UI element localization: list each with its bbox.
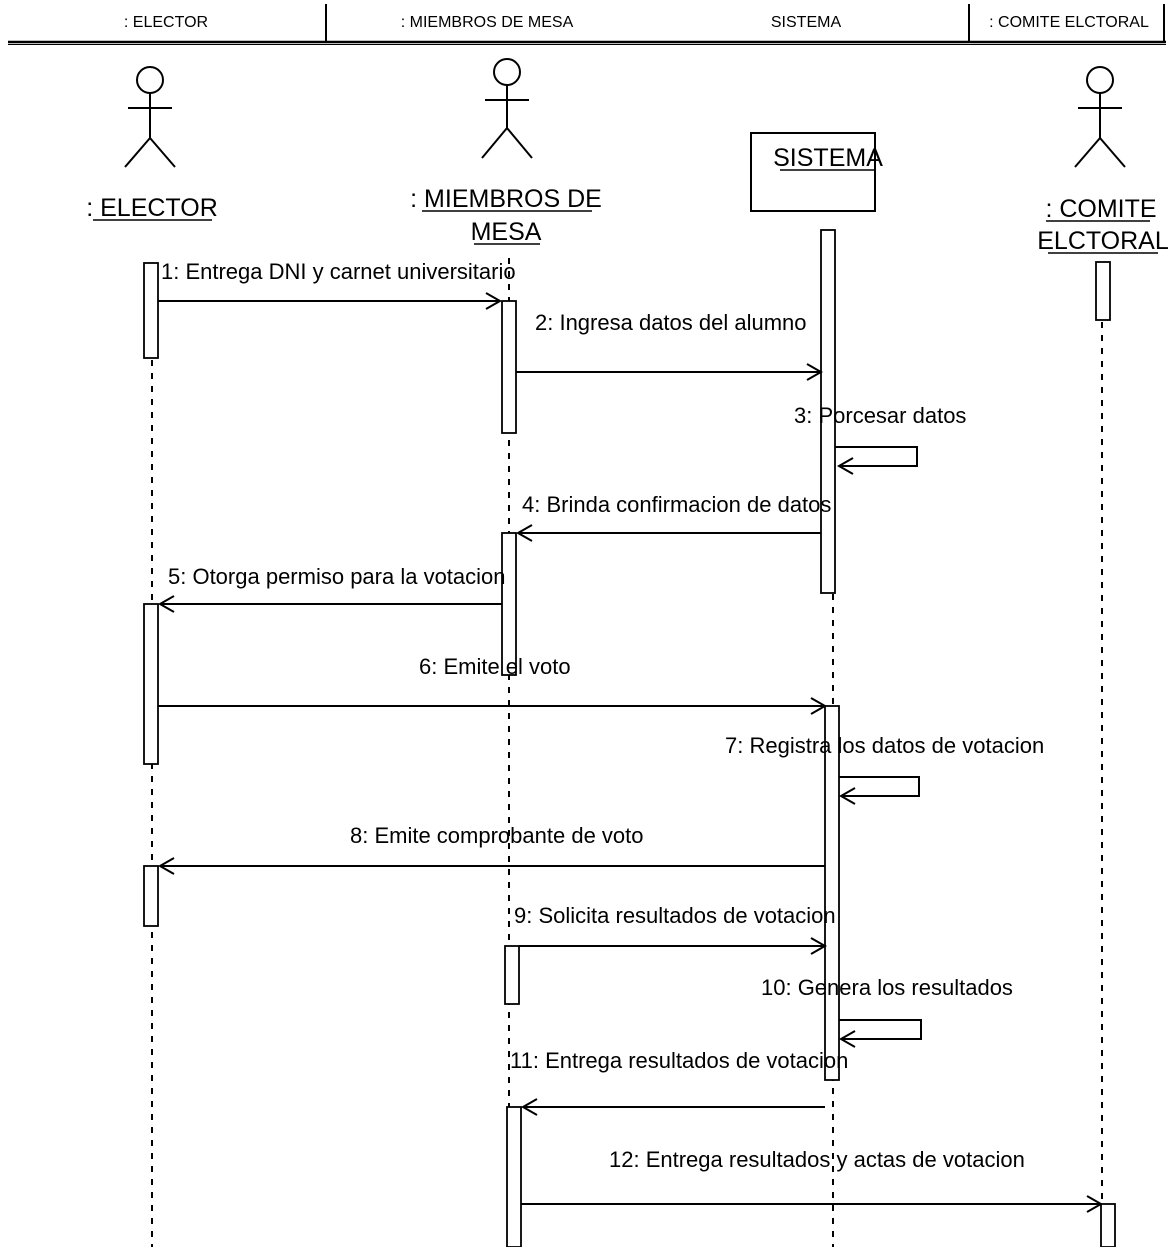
message-5-label: 5: Otorga permiso para la votacion (168, 564, 506, 589)
message-9-label: 9: Solicita resultados de votacion (514, 903, 836, 928)
participant-comite-name: : COMITE ELCTORAL (1037, 195, 1169, 255)
activation-bar (504, 945, 520, 1005)
message-8 (157, 857, 825, 875)
message-11 (520, 1098, 825, 1116)
participant-elector-name: : ELECTOR (86, 194, 218, 222)
message-6 (158, 697, 828, 715)
activation-bar (1100, 1203, 1116, 1247)
message-2 (516, 363, 824, 381)
sistema-object-box (750, 132, 876, 212)
activation-bar (820, 229, 836, 594)
participant-name-line: : ELECTOR (86, 194, 218, 222)
message-8-label: 8: Emite comprobante de voto (350, 823, 644, 848)
participant-name-line: SISTEMA (773, 144, 883, 172)
header-cell-sistema: SISTEMA (771, 14, 842, 31)
activation-bar (143, 603, 159, 765)
activation-bar (824, 705, 840, 1081)
message-9 (519, 937, 828, 955)
message-11-label: 11: Entrega resultados de votacion (510, 1048, 848, 1073)
message-5 (157, 595, 502, 613)
message-12 (521, 1195, 1104, 1213)
activation-bar (143, 865, 159, 927)
header-cell-miembros: : MIEMBROS DE MESA (401, 14, 574, 31)
header-cell-elector: : ELECTOR (124, 14, 208, 31)
message-10-label: 10: Genera los resultados (761, 975, 1013, 1000)
message-6-label: 6: Emite el voto (419, 654, 571, 679)
participant-miembros-name: : MIEMBROS DE MESA (410, 185, 602, 246)
message-1 (158, 292, 503, 310)
actor-miembros-figure (481, 58, 533, 159)
message-3 (835, 446, 918, 475)
actor-elector-figure (124, 66, 176, 168)
message-10 (838, 1019, 922, 1048)
participant-name-line: : COMITE (1045, 195, 1156, 223)
message-3-label: 3: Porcesar datos (794, 403, 966, 428)
header-cell-comite: : COMITE ELCTORAL (989, 14, 1149, 31)
activation-bar (143, 262, 159, 359)
participant-sistema-name: SISTEMA (773, 144, 883, 172)
message-1-label: 1: Entrega DNI y carnet universitario (161, 259, 516, 284)
activation-bar (1095, 261, 1111, 321)
activation-bar (506, 1106, 522, 1247)
participant-name-line: : MIEMBROS DE (410, 185, 602, 213)
message-4-label: 4: Brinda confirmacion de datos (522, 492, 831, 517)
message-12-label: 12: Entrega resultados y actas de votaci… (609, 1147, 1025, 1172)
message-7-label: 7: Registra los datos de votacion (725, 733, 1044, 758)
message-2-label: 2: Ingresa datos del alumno (535, 310, 807, 335)
participant-name-line: ELCTORAL (1037, 227, 1169, 255)
message-7 (838, 776, 920, 805)
participant-name-line: MESA (471, 218, 542, 246)
actor-comite-figure (1074, 66, 1126, 168)
message-4 (515, 524, 821, 542)
header-strip: : ELECTOR : MIEMBROS DE MESA SISTEMA : C… (8, 4, 1166, 45)
activation-bar (501, 300, 517, 434)
